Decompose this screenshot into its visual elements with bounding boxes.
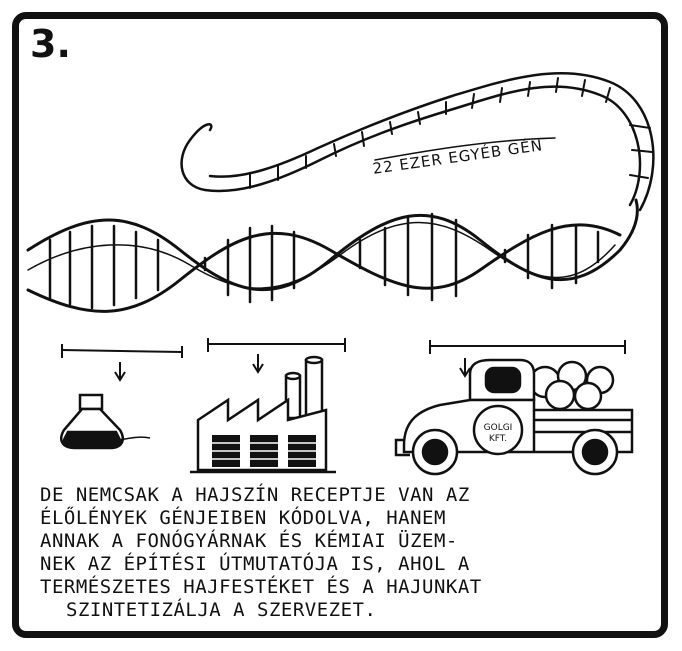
caption-line: SZINTETIZÁLJA A SZERVEZET. [40,599,650,622]
caption-line: NEK AZ ÉPÍTÉSI ÚTMUTATÓJA IS, AHOL A [40,553,650,576]
delivery-truck-icon [396,360,632,474]
caption-line: TERMÉSZETES HAJFESTÉKET ÉS A HAJUNKAT [40,576,650,599]
factory-icon [190,357,336,472]
dna-double-helix-icon [28,73,653,311]
caption-line: ANNAK A FONÓGYÁRNAK ÉS KÉMIAI ÜZEM- [40,530,650,553]
panel-caption: DE NEMCSAK A HAJSZÍN RECEPTJE VAN AZ ÉLŐ… [40,484,650,622]
caption-line: DE NEMCSAK A HAJSZÍN RECEPTJE VAN AZ [40,484,650,507]
truck-company-label: GOLGI KFT. [476,423,520,445]
ink-bottle-icon [61,395,150,448]
caption-line: ÉLŐLÉNYEK GÉNJEIBEN KÓDOLVA, HANEM [40,507,650,530]
